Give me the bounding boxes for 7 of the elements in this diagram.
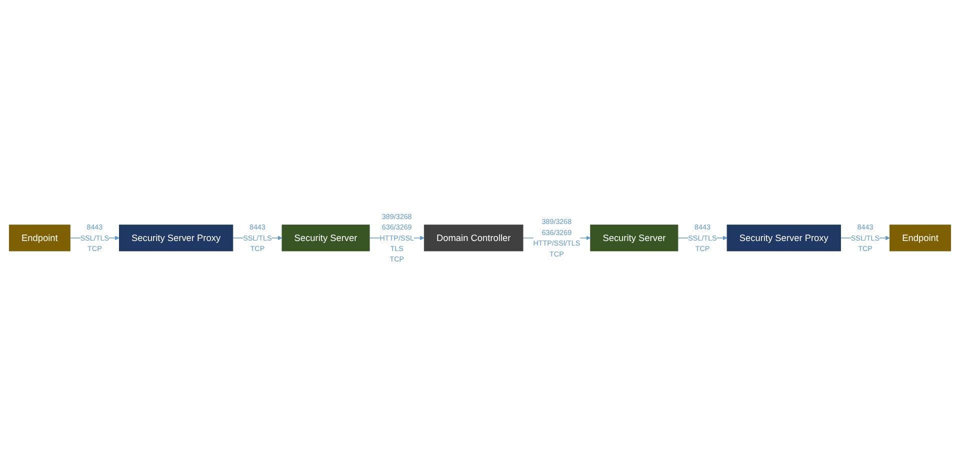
- node-box: Security Server: [282, 224, 370, 252]
- node-box: Endpoint: [8, 224, 70, 252]
- node-box: Endpoint: [890, 224, 951, 252]
- node-box: Domain Controller: [424, 224, 524, 252]
- node-box: Security Server Proxy: [726, 224, 841, 252]
- node-box: Security Server Proxy: [119, 224, 234, 252]
- node-box: Security Server: [590, 224, 678, 252]
